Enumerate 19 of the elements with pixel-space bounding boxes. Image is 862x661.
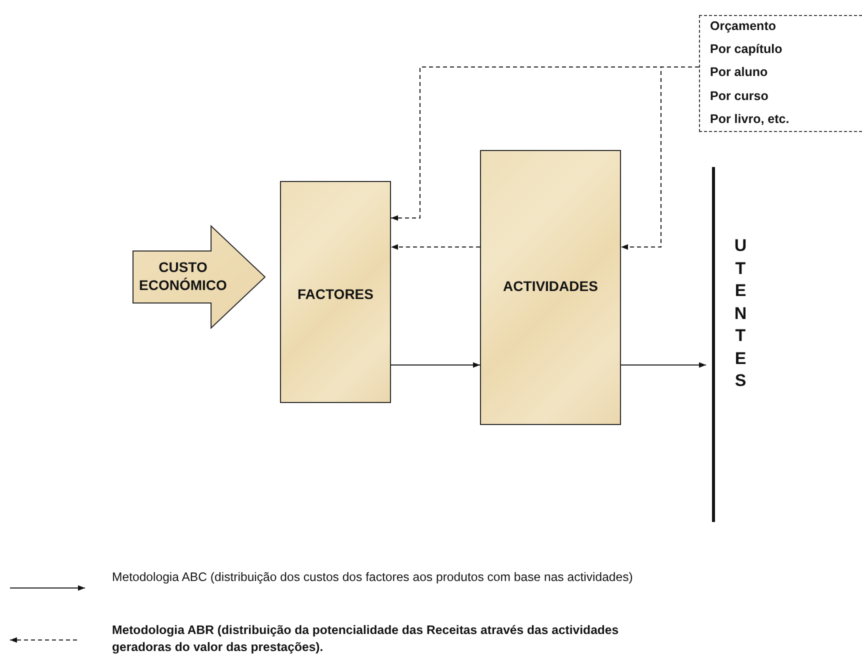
list-item: Por livro, etc. [710,112,790,126]
node-label: UTENTES [733,235,748,392]
arrow [390,362,480,368]
list-item: Por capítulo [710,42,782,56]
node-label: CUSTO ECONÓMICO [138,258,228,294]
arrow [620,362,706,368]
legend-text: Metodologia ABR (distribuição da potencialidade das Receitas através das actividades geradoras do valor das prestações). [112,622,620,656]
list-item: Por curso [710,88,768,103]
node-label: FACTORES [296,286,374,302]
dashed-arrow [620,66,700,250]
process-box [280,181,391,403]
dashed-arrow [390,244,480,250]
node-label: ACTIVIDADES [502,278,599,294]
process-box [480,150,621,425]
block-arrow [132,225,266,329]
list-item: Orçamento [710,19,776,33]
legend-text: Metodologia ABC (distribuição dos custos dos factores aos produtos com base nas actividades) [112,569,634,586]
list-item: Por aluno [710,65,768,80]
dashed-box [699,15,862,132]
